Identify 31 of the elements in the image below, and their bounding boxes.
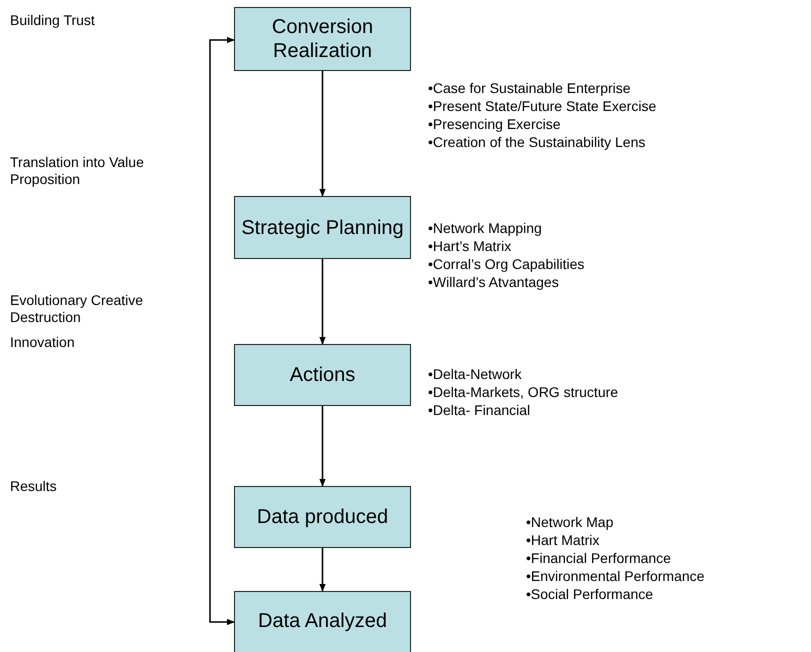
arrow [319, 71, 326, 197]
process-box: Actions [234, 344, 411, 406]
arrow [319, 406, 326, 487]
bullet-item: •Delta- Financial [428, 402, 530, 419]
bullet-item: •Hart’s Matrix [428, 238, 512, 255]
bullet-item: •Delta-Markets, ORG structure [428, 384, 618, 401]
bullet-item: •Financial Performance [526, 550, 671, 567]
arrow [209, 36, 235, 626]
bullet-item: •Network Map [526, 514, 614, 531]
side-label: Evolutionary Creative Destruction [10, 292, 144, 326]
bullet-item: •Willard’s Atvantages [428, 274, 559, 291]
process-box: Strategic Planning [234, 196, 411, 259]
bullet-item: •Hart Matrix [526, 532, 600, 549]
bullet-item: •Creation of the Sustainability Lens [428, 134, 646, 151]
arrow [319, 548, 326, 592]
bullet-item: •Network Mapping [428, 220, 542, 237]
bullet-item: •Social Performance [526, 586, 654, 603]
side-label: Building Trust [10, 12, 96, 29]
bullet-item: •Environmental Performance [526, 568, 704, 585]
side-label: Innovation [10, 334, 76, 351]
bullet-item: •Presencing Exercise [428, 116, 561, 133]
side-label: Translation into Value Proposition [10, 154, 145, 188]
arrow [319, 259, 326, 345]
bullet-item: •Case for Sustainable Enterprise [428, 80, 631, 97]
process-box: Conversion Realization [234, 7, 411, 71]
bullet-item: •Delta-Network [428, 366, 522, 383]
process-box: Data Analyzed [234, 591, 411, 652]
side-label: Results [10, 478, 58, 495]
bullet-item: •Present State/Future State Exercise [428, 98, 656, 115]
process-box: Data produced [234, 486, 411, 548]
bullet-item: •Corral’s Org Capabilities [428, 256, 584, 273]
